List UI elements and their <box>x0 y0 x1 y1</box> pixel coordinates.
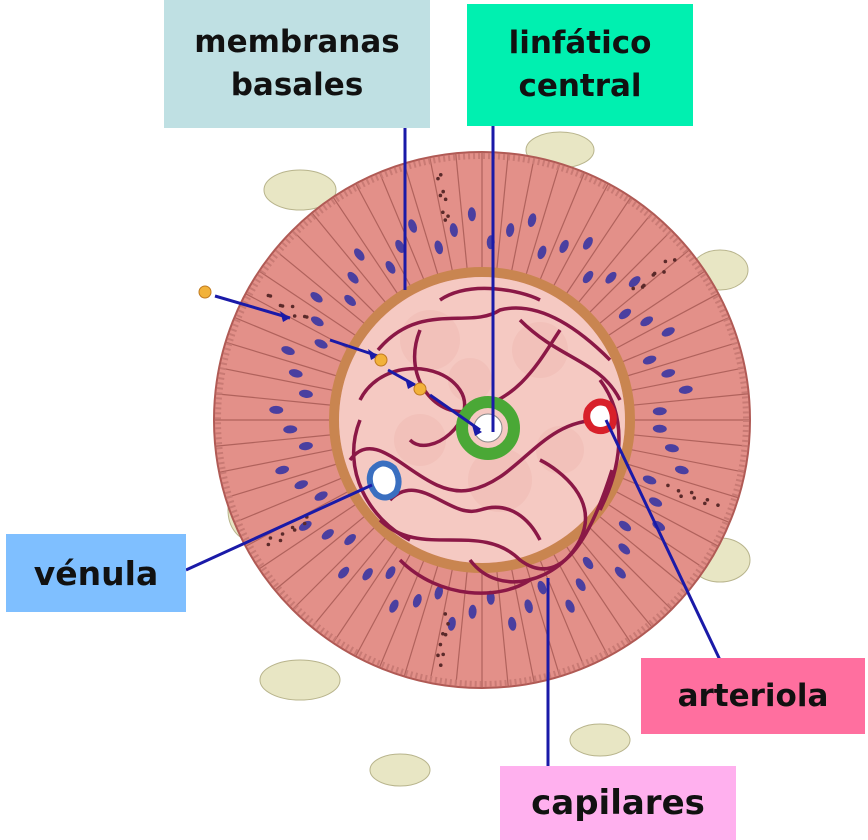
label-linfatico-central: linfático central <box>467 4 693 126</box>
label-membranas-basales: membranas basales <box>164 0 430 128</box>
venule <box>370 463 399 497</box>
label-venula: vénula <box>6 534 186 612</box>
label-capilares: capilares <box>500 766 736 840</box>
label-arteriola: arteriola <box>641 658 865 734</box>
